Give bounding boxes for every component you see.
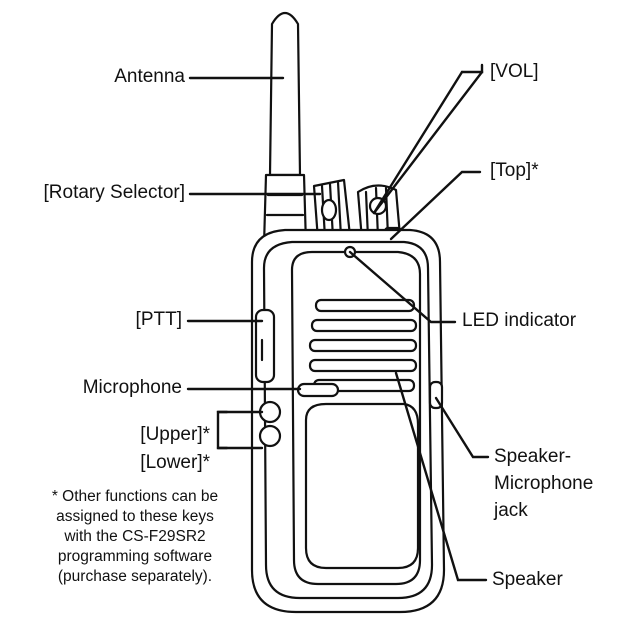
label-speaker-mic-jack-2: Microphone — [494, 473, 594, 494]
ptt-button-shape — [254, 308, 276, 384]
label-lower: [Lower]* — [140, 452, 210, 473]
label-speaker-mic-jack-1: Speaker- — [494, 446, 572, 467]
label-upper: [Upper]* — [140, 424, 210, 445]
lower-key-shape — [258, 424, 282, 448]
footnote-line: programming software — [57, 548, 213, 565]
label-speaker: Speaker — [492, 569, 563, 590]
lower-panel — [304, 402, 420, 570]
speaker-grille — [308, 298, 418, 393]
label-top: [Top]* — [490, 160, 539, 181]
footnote-line: assigned to these keys — [56, 508, 214, 525]
label-vol: [VOL] — [490, 61, 539, 82]
label-rotary-selector: [Rotary Selector] — [43, 182, 186, 203]
footnote-line: * Other functions can be — [51, 488, 219, 505]
microphone-slot — [296, 382, 340, 398]
antenna-shape — [262, 11, 308, 247]
label-microphone: Microphone — [82, 377, 182, 398]
footnote-line: with the CS-F29SR2 — [64, 528, 206, 545]
label-ptt: [PTT] — [135, 309, 182, 330]
front-panel — [290, 250, 422, 586]
radio-body-outer — [250, 228, 446, 614]
label-led-indicator: LED indicator — [462, 310, 577, 331]
label-speaker-mic-jack-3: jack — [494, 500, 528, 521]
rotary-selector-knob-shape — [312, 178, 352, 242]
leader-lines — [186, 63, 490, 582]
footnote-line: (purchase separately). — [57, 568, 213, 585]
label-antenna: Antenna — [114, 66, 185, 87]
footnote: * Other functions can be assigned to the… — [4, 487, 266, 587]
radio-body-inner — [262, 240, 434, 600]
